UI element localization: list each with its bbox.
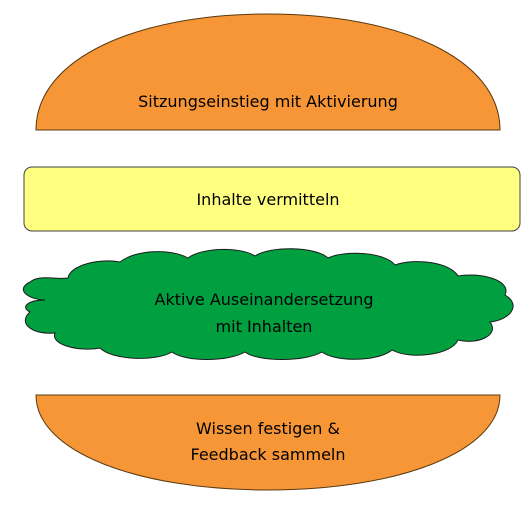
cheese-layer: Inhalte vermitteln <box>23 166 521 232</box>
lettuce-label-line-2: mit Inhalten <box>216 317 313 336</box>
cheese-shape <box>23 166 521 232</box>
top-bun-shape <box>35 13 501 131</box>
lettuce-cloud-shape <box>22 248 514 360</box>
lettuce-layer: Aktive Auseinandersetzung mit Inhalten <box>22 248 514 360</box>
lettuce-label-line-1: Aktive Auseinandersetzung <box>155 290 374 309</box>
top-bun-layer: Sitzungseinstieg mit Aktivierung <box>35 13 501 131</box>
bottom-bun-label-line-1: Wissen festigen & <box>196 419 340 438</box>
top-bun-label: Sitzungseinstieg mit Aktivierung <box>138 92 398 111</box>
cheese-label: Inhalte vermitteln <box>196 190 339 209</box>
bottom-bun-label-line-2: Feedback sammeln <box>190 445 345 464</box>
bottom-bun-layer: Wissen festigen & Feedback sammeln <box>35 394 501 491</box>
bottom-bun-shape <box>35 394 501 491</box>
